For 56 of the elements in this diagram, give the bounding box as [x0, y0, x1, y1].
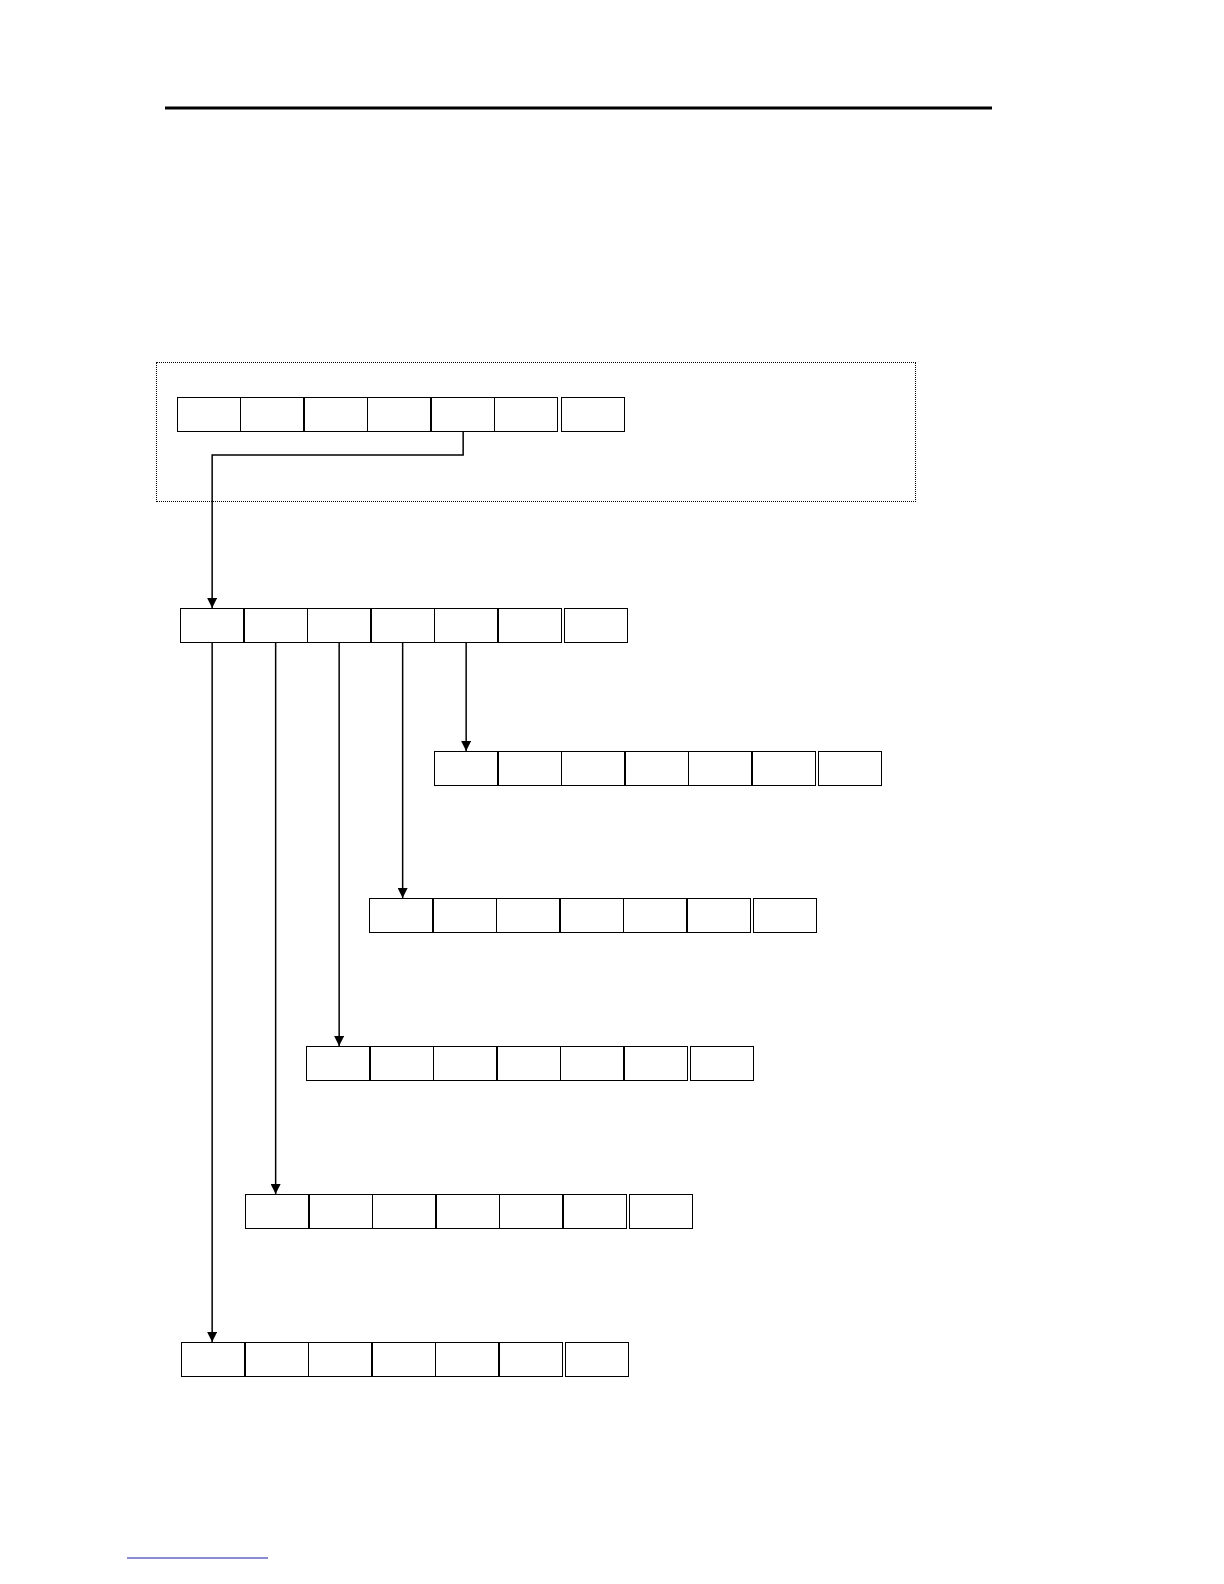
table-cell: [561, 751, 626, 786]
table-cell: [367, 396, 432, 432]
table-cell: [244, 1342, 309, 1377]
dotted-frame: [156, 362, 916, 502]
table-cell: [497, 751, 562, 786]
table-cell: [308, 1194, 373, 1229]
table-cell: [751, 751, 816, 786]
table-cell: [435, 1342, 500, 1377]
table-cell: [623, 898, 688, 933]
table-cell: [240, 396, 305, 432]
table-cell: [560, 1046, 625, 1081]
table-cell: [753, 898, 818, 933]
table-cell: [564, 608, 629, 643]
table-cell: [497, 608, 562, 643]
table-cell: [306, 1046, 371, 1081]
arrow: [207, 642, 218, 1343]
table-cell: [559, 898, 624, 933]
table-cell: [245, 1194, 310, 1229]
table-cell: [624, 751, 689, 786]
table-cell: [686, 898, 751, 933]
table-cell: [688, 751, 753, 786]
table-cell: [371, 1342, 436, 1377]
arrow: [270, 642, 281, 1195]
table-cell: [308, 1342, 373, 1377]
table-cell: [433, 1046, 498, 1081]
arrow: [397, 642, 408, 899]
table-cell: [434, 751, 499, 786]
table-cell: [430, 396, 495, 432]
table-cell: [629, 1194, 694, 1229]
table-cell: [498, 1342, 563, 1377]
table-cell: [690, 1046, 755, 1081]
arrow: [461, 642, 472, 752]
table-cell: [369, 1046, 434, 1081]
arrow: [334, 642, 345, 1047]
table-cell: [560, 396, 625, 432]
table-cell: [565, 1342, 630, 1377]
table-cell: [432, 898, 497, 933]
table-cell: [307, 608, 372, 643]
table-cell: [562, 1194, 627, 1229]
table-cell: [818, 751, 883, 786]
arrow: [207, 431, 464, 609]
table-cell: [435, 1194, 500, 1229]
table-cell: [303, 396, 368, 432]
table-cell: [176, 396, 241, 432]
table-cell: [623, 1046, 688, 1081]
table-cell: [434, 608, 499, 643]
table-cell: [369, 898, 434, 933]
table-cell: [370, 608, 435, 643]
table-cell: [180, 608, 245, 643]
table-cell: [372, 1194, 437, 1229]
table-cell: [496, 1046, 561, 1081]
table-cell: [496, 898, 561, 933]
table-cell: [181, 1342, 246, 1377]
table-cell: [494, 396, 559, 432]
table-cell: [499, 1194, 564, 1229]
table-cell: [243, 608, 308, 643]
